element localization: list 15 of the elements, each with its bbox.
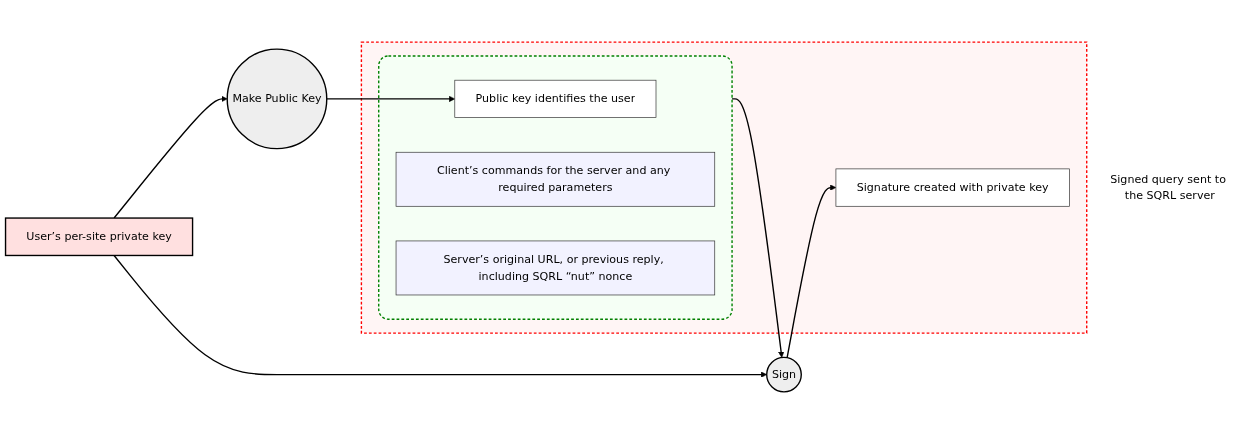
arrow: [113, 254, 767, 378]
arrow: [731, 98, 785, 358]
node-box: Client’s commands for the server and any required parameters: [395, 151, 716, 207]
arrow: [786, 184, 837, 359]
arrow: [326, 95, 456, 102]
node-box: Server’s original URL, or previous reply, including SQRL “nut” nonce: [395, 240, 716, 296]
cluster: [378, 55, 733, 320]
arrow: [113, 95, 228, 219]
node-circle: Make Public Key: [226, 48, 328, 150]
node-label: Signed query sent to the SQRL server: [1110, 172, 1226, 203]
node-box: User’s per-site private key: [4, 217, 194, 257]
cluster: [360, 41, 1088, 334]
node-circle: Sign: [766, 356, 802, 393]
node-box: Public key identifies the user: [454, 79, 657, 118]
node-box: Signature created with private key: [835, 168, 1070, 207]
